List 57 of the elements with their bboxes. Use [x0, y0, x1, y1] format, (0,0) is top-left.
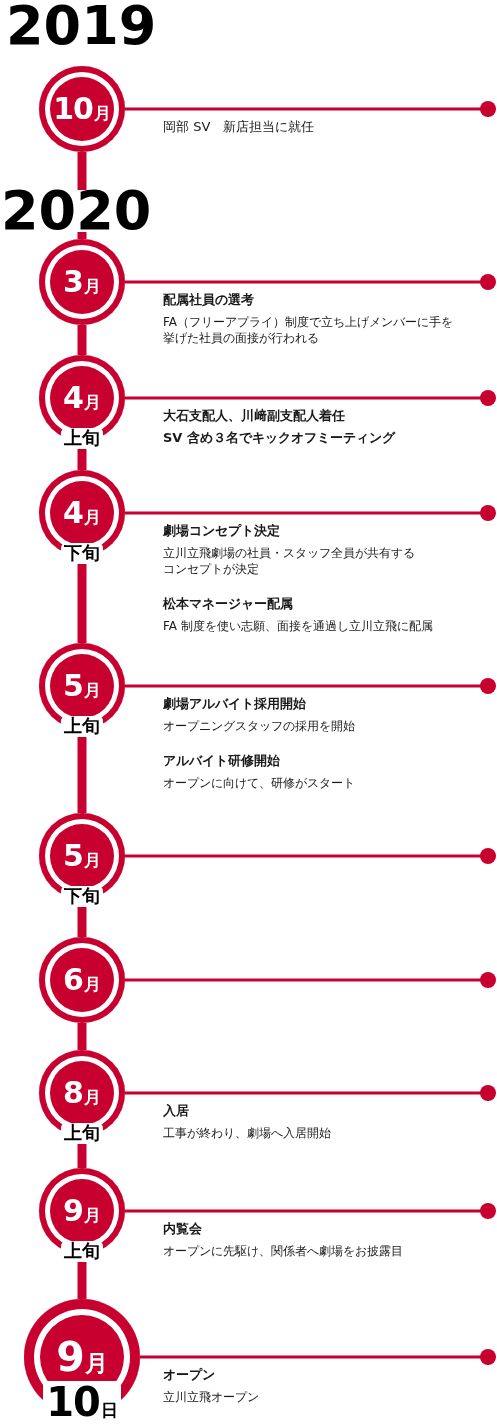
timeline-line	[77, 232, 87, 239]
event-description: オープンに向けて、研修がスタート	[163, 775, 355, 791]
year-heading: 2020	[1, 190, 152, 232]
event-description: FA 制度を使い志願、面接を通過し立川立飛に配属	[163, 618, 433, 634]
month-label: 8月	[63, 1078, 101, 1108]
date-label: 上旬	[61, 428, 103, 449]
month-label: 10月	[53, 94, 111, 124]
event-title: アルバイト研修開始	[163, 752, 280, 770]
date-label: 下旬	[61, 543, 103, 564]
event-description: 岡部 SV 新店担当に就任	[163, 118, 315, 136]
month-label: 5月	[63, 671, 101, 701]
branch-line	[125, 848, 496, 864]
timeline-line	[77, 1144, 87, 1168]
month-label: 9月	[56, 1336, 108, 1378]
event-title: 劇場アルバイト採用開始	[163, 695, 306, 713]
month-label: 3月	[63, 267, 101, 297]
branch-line	[125, 1085, 496, 1101]
branch-line	[125, 678, 496, 694]
event-description: 立川立飛劇場の社員・スタッフ全員が共有するコンセプトが決定	[163, 545, 416, 577]
month-label: 5月	[63, 841, 101, 871]
branch-line	[125, 101, 496, 117]
event-title: 劇場コンセプト決定	[163, 522, 280, 540]
date-label: 上旬	[61, 1123, 103, 1144]
event-title: 内覧会	[163, 1220, 202, 1238]
month-label: 4月	[63, 383, 101, 413]
event-title: オープン	[163, 1366, 215, 1384]
date-label: 下旬	[61, 886, 103, 907]
timeline-line	[77, 325, 87, 355]
branch-line	[125, 390, 496, 406]
timeline-line	[77, 449, 87, 470]
event-title: 大石支配人、川﨑副支配人着任	[163, 407, 345, 425]
event-description: オープンに先駆け、関係者へ劇場をお披露目	[163, 1243, 403, 1259]
event-description: FA（フリーアプライ）制度で立ち上げメンバーに手を挙げた社員の面接が行われる	[163, 314, 454, 346]
date-label: 上旬	[61, 716, 103, 737]
branch-line	[125, 972, 496, 988]
event-title: 入居	[163, 1102, 189, 1120]
timeline-line	[77, 564, 87, 643]
branch-line	[140, 1349, 496, 1365]
branch-line	[125, 274, 496, 290]
event-description: オープニングスタッフの採用を開始	[163, 718, 355, 734]
branch-line	[125, 505, 496, 521]
event-title: 配属社員の選考	[163, 291, 254, 309]
timeline-line	[77, 907, 87, 937]
timeline-line	[77, 737, 87, 813]
month-label: 6月	[63, 965, 101, 995]
month-label: 4月	[63, 498, 101, 528]
event-title: SV 含め３名でキックオフミーティング	[163, 429, 395, 447]
month-label: 9月	[63, 1196, 101, 1226]
year-heading: 2019	[6, 5, 157, 47]
timeline-line	[77, 152, 87, 190]
date-label: 上旬	[61, 1241, 103, 1262]
event-title: 松本マネージャー配属	[163, 595, 293, 613]
timeline-line	[77, 1023, 87, 1050]
branch-line	[125, 1203, 496, 1219]
event-description: 立川立飛オープン	[163, 1389, 259, 1405]
timeline-line	[77, 1262, 87, 1299]
event-description: 工事が終わり、劇場へ入居開始	[163, 1125, 331, 1141]
